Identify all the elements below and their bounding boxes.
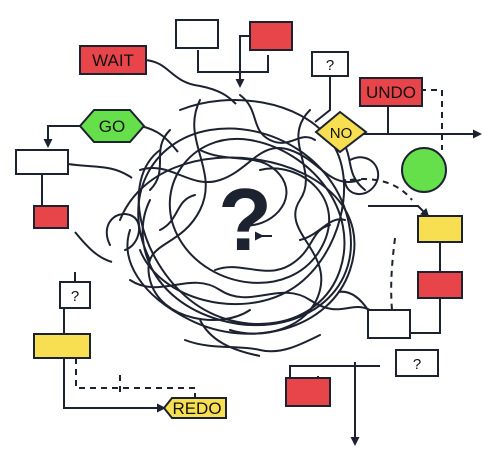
no-label: NO: [330, 125, 353, 142]
question-box-left: ?: [59, 281, 91, 309]
white-box-right: [367, 309, 411, 339]
undo-node: UNDO: [359, 77, 423, 107]
go-label: GO: [99, 117, 125, 136]
question-box-bottom-right: ?: [395, 349, 439, 377]
go-node: GO: [78, 109, 146, 143]
white-box-top: [175, 19, 219, 49]
green-circle-node: [401, 147, 447, 193]
question-mark-left: ?: [71, 288, 79, 305]
connector-lines: [41, 35, 482, 446]
no-node: NO: [314, 110, 368, 154]
question-mark-top: ?: [326, 57, 334, 74]
wait-node: WAIT: [79, 45, 147, 75]
yellow-box-left: [33, 333, 91, 359]
question-mark-bottom-right: ?: [413, 356, 421, 373]
redo-label: REDO: [172, 399, 221, 418]
red-box-bottom: [285, 377, 331, 407]
big-question-mark: ?: [218, 170, 272, 269]
tangle-scribble: [105, 94, 380, 353]
yellow-box-right: [417, 215, 463, 243]
red-box-top: [249, 21, 293, 51]
white-box-left: [15, 149, 69, 175]
red-box-right: [417, 271, 463, 299]
red-box-left: [33, 205, 69, 229]
wait-label: WAIT: [92, 51, 134, 70]
undo-label: UNDO: [366, 83, 416, 102]
question-box-top: ?: [311, 51, 349, 77]
redo-node: REDO: [162, 397, 227, 419]
